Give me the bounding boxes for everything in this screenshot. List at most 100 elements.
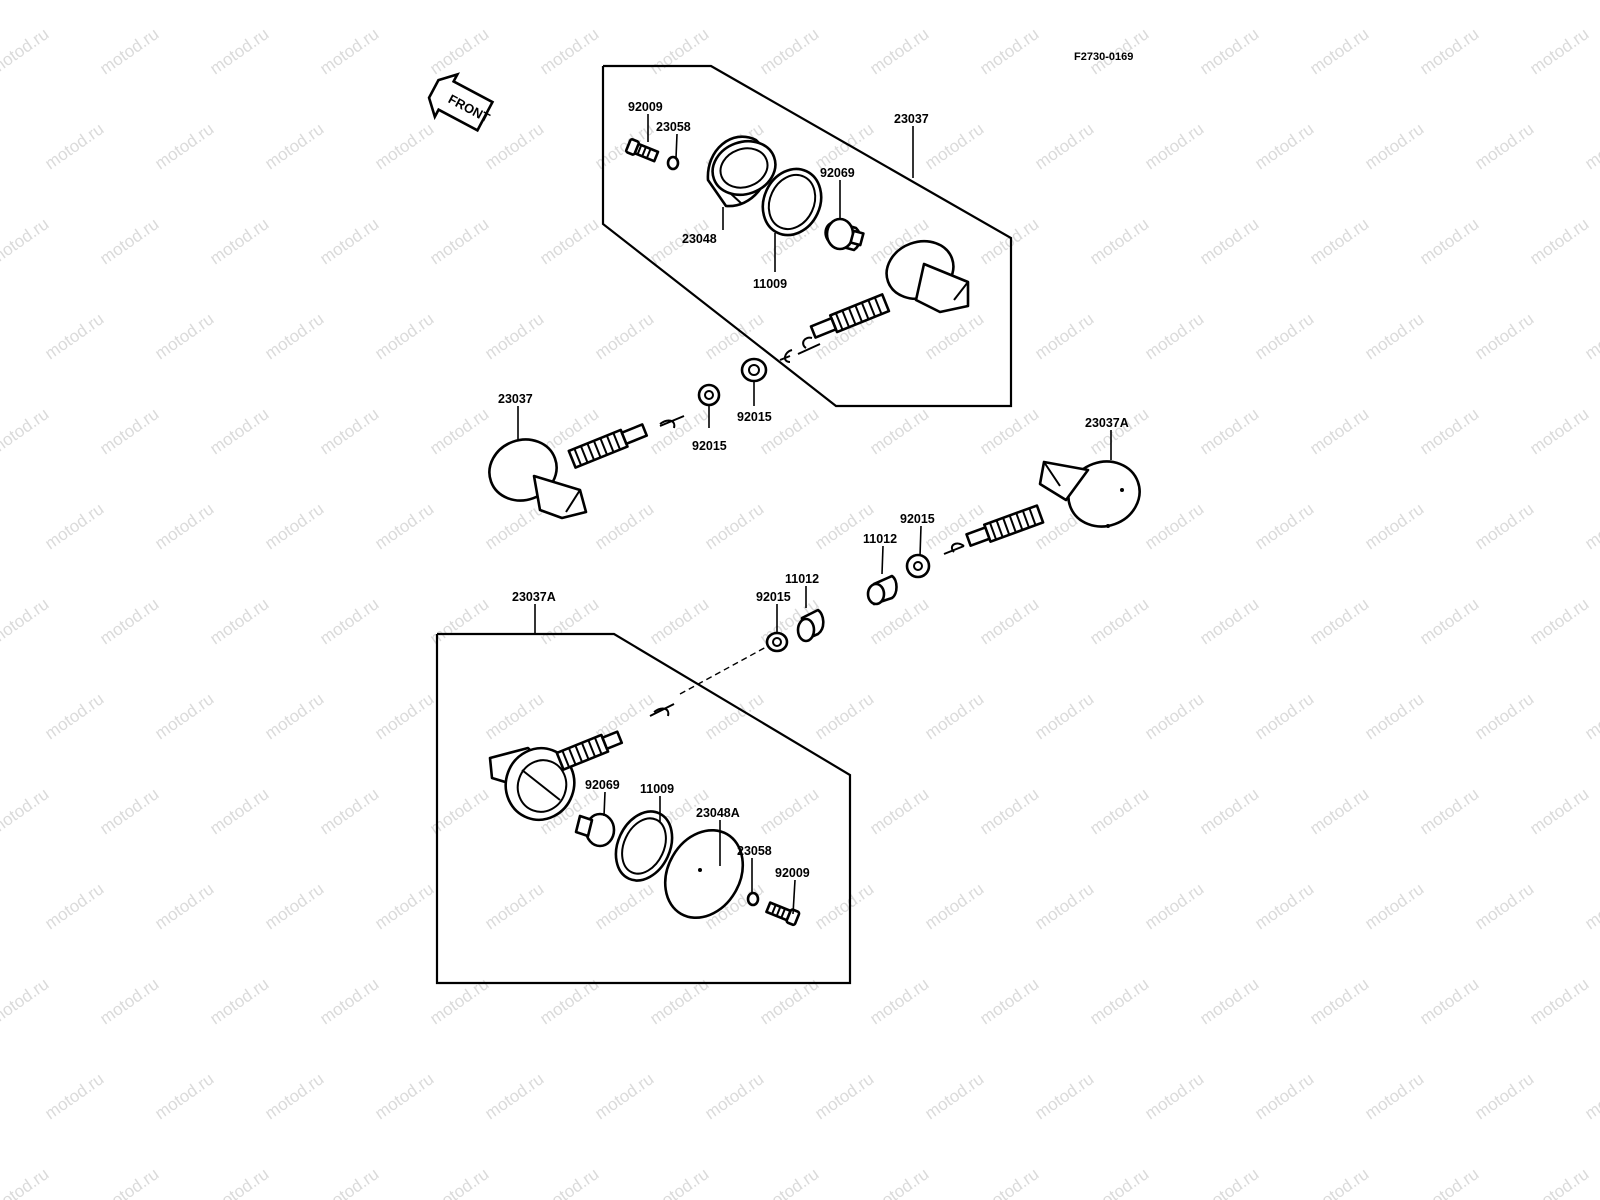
- watermark-text: motod.ru: [1251, 689, 1317, 743]
- watermark-text: motod.ru: [1196, 24, 1262, 78]
- watermark-text: motod.ru: [371, 499, 437, 553]
- watermark-text: motod.ru: [206, 974, 272, 1028]
- callout-left-assembly: 23037: [498, 392, 533, 406]
- watermark-text: motod.ru: [701, 1069, 767, 1123]
- callout-bottom-group: 23037A: [512, 590, 556, 604]
- callout-bottom-screw: 92009: [775, 866, 810, 880]
- watermark-text: motod.ru: [481, 499, 547, 553]
- watermark-text: motod.ru: [481, 309, 547, 363]
- watermark-text: motod.ru: [0, 974, 52, 1028]
- watermark-text: motod.ru: [756, 24, 822, 78]
- watermark-text: motod.ru: [1416, 1164, 1482, 1200]
- top-turn-signal-assembly: [779, 239, 970, 363]
- mid-spacer-part: [796, 608, 825, 643]
- bottom-lens-part: [663, 828, 745, 920]
- watermark-text: motod.ru: [646, 1164, 712, 1200]
- watermark-text: motod.ru: [1416, 214, 1482, 268]
- watermark-text: motod.ru: [1141, 879, 1207, 933]
- watermark-text: motod.ru: [1031, 879, 1097, 933]
- watermark-text: motod.ru: [206, 594, 272, 648]
- watermark-text: motod.ru: [96, 784, 162, 838]
- watermark-text: motod.ru: [1526, 784, 1592, 838]
- watermark-text: motod.ru: [1196, 404, 1262, 458]
- watermark-text: motod.ru: [1361, 499, 1427, 553]
- watermark-text: motod.ru: [1306, 784, 1372, 838]
- top-bulb-part: [824, 217, 865, 252]
- watermark-text: motod.ru: [591, 309, 657, 363]
- watermark-text: motod.ru: [756, 784, 822, 838]
- watermark-text: motod.ru: [96, 594, 162, 648]
- left-nut-part: [697, 383, 721, 407]
- watermark-text: motod.ru: [371, 1069, 437, 1123]
- watermark-text: motod.ru: [1306, 974, 1372, 1028]
- watermark-text: motod.ru: [1086, 214, 1152, 268]
- watermark-text: motod.ru: [1471, 1069, 1537, 1123]
- watermark-text: motod.ru: [316, 594, 382, 648]
- watermark-text: motod.ru: [1581, 689, 1600, 743]
- top-lens-part: [706, 135, 777, 208]
- bottom-group-frame: [435, 632, 852, 985]
- watermark-text: motod.ru: [1526, 594, 1592, 648]
- watermark-text: motod.ru: [41, 879, 107, 933]
- callout-bottom-lens: 23048A: [696, 806, 740, 820]
- watermark-text: motod.ru: [701, 499, 767, 553]
- watermark-text: motod.ru: [1031, 1069, 1097, 1123]
- watermark-text: motod.ru: [1086, 404, 1152, 458]
- watermark-text: motod.ru: [1416, 784, 1482, 838]
- watermark-text: motod.ru: [1141, 309, 1207, 363]
- watermark-text: motod.ru: [316, 24, 382, 78]
- watermark-text: motod.ru: [151, 879, 217, 933]
- callout-top-screw: 92009: [628, 100, 663, 114]
- watermark-text: motod.ru: [481, 1069, 547, 1123]
- watermark-text: motod.ru: [1416, 594, 1482, 648]
- watermark-text: motod.ru: [316, 214, 382, 268]
- watermark-text: motod.ru: [261, 1069, 327, 1123]
- watermark-text: motod.ru: [1251, 499, 1317, 553]
- watermark-text: motod.ru: [0, 1164, 52, 1200]
- watermark-text: motod.ru: [151, 689, 217, 743]
- watermark-text: motod.ru: [371, 879, 437, 933]
- watermark-text: motod.ru: [976, 24, 1042, 78]
- top-screw-part: [624, 138, 660, 163]
- watermark-text: motod.ru: [261, 879, 327, 933]
- watermark-text: motod.ru: [206, 24, 272, 78]
- watermark-text: motod.ru: [1141, 119, 1207, 173]
- watermark-text: motod.ru: [536, 214, 602, 268]
- top-gasket-part: [761, 167, 823, 237]
- callout-mid-nut: 92015: [756, 590, 791, 604]
- watermark-text: motod.ru: [371, 689, 437, 743]
- callout-right-nut: 92015: [900, 512, 935, 526]
- top-nut-part: [740, 357, 768, 383]
- watermark-text: motod.ru: [41, 1069, 107, 1123]
- watermark-text: motod.ru: [1196, 594, 1262, 648]
- watermark-text: motod.ru: [1196, 784, 1262, 838]
- watermark-text: motod.ru: [646, 24, 712, 78]
- watermark-text: motod.ru: [1086, 974, 1152, 1028]
- watermark-text: motod.ru: [1581, 879, 1600, 933]
- watermark-text: motod.ru: [921, 689, 987, 743]
- callout-bottom-washer: 23058: [737, 844, 772, 858]
- watermark-text: motod.ru: [1086, 594, 1152, 648]
- watermark-text: motod.ru: [1306, 24, 1372, 78]
- watermark-text: motod.ru: [1581, 119, 1600, 173]
- watermark-text: motod.ru: [1031, 309, 1097, 363]
- watermark-text: motod.ru: [316, 784, 382, 838]
- watermark-text: motod.ru: [1196, 974, 1262, 1028]
- watermark-text: motod.ru: [41, 499, 107, 553]
- watermark-text: motod.ru: [921, 309, 987, 363]
- watermark-text: motod.ru: [1526, 1164, 1592, 1200]
- watermark-text: motod.ru: [921, 1069, 987, 1123]
- bottom-screw-part: [765, 901, 801, 927]
- watermark-text: motod.ru: [316, 404, 382, 458]
- assembly-axis-line: [679, 645, 769, 695]
- watermark-text: motod.ru: [206, 1164, 272, 1200]
- watermark-text: motod.ru: [701, 309, 767, 363]
- watermark-text: motod.ru: [1251, 1069, 1317, 1123]
- watermark-text: motod.ru: [591, 879, 657, 933]
- watermark-text: motod.ru: [1361, 119, 1427, 173]
- watermark-text: motod.ru: [976, 594, 1042, 648]
- watermark-text: motod.ru: [0, 24, 52, 78]
- watermark-text: motod.ru: [1361, 689, 1427, 743]
- left-turn-signal-assembly: [488, 415, 685, 520]
